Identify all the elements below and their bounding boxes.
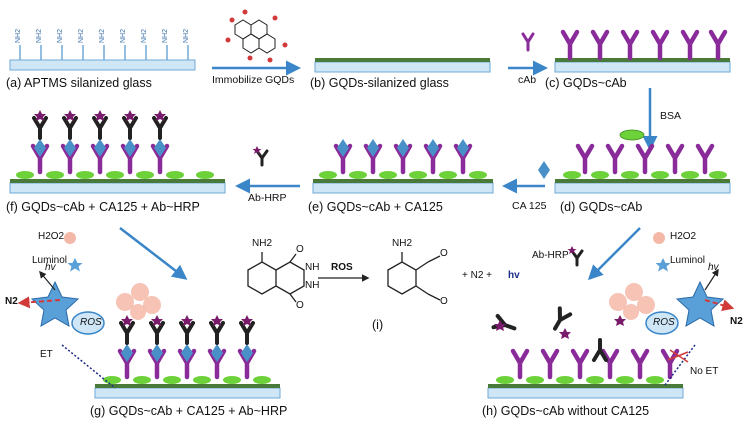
bsa-icon: [619, 129, 645, 141]
reaction-ros-label: ROS: [331, 262, 353, 273]
ab-hrp-label-h: Ab-HRP: [532, 250, 569, 261]
ca125-antigen-icon: [538, 161, 550, 179]
panel-f-label: (f) GQDs~cAb + CA125 + Ab~HRP: [6, 200, 200, 214]
reaction-plus-n2: + N2 +: [462, 270, 493, 281]
ros-label-g: ROS: [80, 317, 102, 328]
h2o2-cluster-g: [116, 283, 161, 320]
step-cab-label: cAb: [518, 74, 537, 86]
ab-hrp-reagent-icon-h: [567, 246, 584, 267]
panel-a-glass: NH2 NH2 NH2 NH2 NH2 NH2 NH2 NH2 NH2: [9, 29, 196, 71]
no-et-label-h: No ET: [690, 366, 719, 377]
reaction-nh2-left: NH2: [252, 238, 273, 249]
luminol-label-f: Luminol: [32, 255, 68, 266]
nh2-label: NH2: [36, 29, 43, 43]
panel-g-label: (g) GQDs~cAb + CA125 + Ab~HRP: [90, 404, 288, 418]
step-ab-hrp-label: Ab-HRP: [248, 192, 287, 204]
et-label-g: ET: [40, 349, 53, 360]
h2o2-label-h: H2O2: [670, 231, 697, 242]
nh2-label: NH2: [183, 29, 190, 43]
panel-d-glass: [554, 146, 731, 194]
reaction-nh2-right: NH2: [392, 238, 413, 249]
nh2-label: NH2: [162, 29, 169, 43]
panel-h-label: (h) GQDs~cAb without CA125: [482, 404, 650, 418]
hv-label-h: hv: [708, 262, 719, 273]
h2o2-icon: [64, 232, 76, 244]
hrp-star-icons: [34, 110, 166, 121]
arrow-d-to-h: [587, 227, 641, 281]
luminol-star-g: [30, 280, 80, 327]
reaction-nh-bottom: NH: [305, 280, 320, 291]
panel-i-label: (i): [372, 318, 384, 332]
panel-f-glass: [9, 110, 226, 194]
ab-hrp-reagent-icon: [252, 146, 269, 167]
step-ca125-label: CA 125: [512, 200, 547, 212]
nh2-label: NH2: [57, 29, 64, 43]
ros-bubble-g: [71, 311, 105, 335]
h2o2-icon: [653, 232, 665, 244]
gqd-molecule-icon: [225, 9, 288, 63]
luminol-star-h: [675, 280, 725, 327]
reaction-o-bottom-right: O: [440, 296, 448, 307]
nh2-groups: [19, 45, 189, 60]
aminophthalate-structure: [387, 252, 441, 301]
luminol-icon: [67, 258, 83, 272]
nh2-label: NH2: [141, 29, 148, 43]
arrow-f-to-g: [119, 227, 188, 280]
reaction-hv: hv: [508, 270, 520, 281]
nh2-label: NH2: [120, 29, 127, 43]
luminol-label-h: Luminol: [670, 255, 706, 266]
nh2-label: NH2: [15, 29, 22, 43]
hv-label-g: hv: [45, 262, 56, 273]
n2-label-h: N2: [730, 316, 743, 327]
capture-antibody-icon: [563, 32, 577, 58]
ros-bubble-h: [645, 311, 679, 335]
reaction-o-bottom-left: O: [296, 300, 304, 311]
panel-g-glass: [17, 270, 281, 399]
panel-b-glass: [314, 58, 491, 73]
panel-a-label: (a) APTMS silanized glass: [6, 76, 152, 90]
step-immobilize-label: Immobilize GQDs: [212, 74, 295, 86]
ros-label-h: ROS: [653, 317, 675, 328]
panel-e-glass: [312, 139, 494, 194]
reaction-o-top-left: O: [296, 244, 304, 255]
panel-h-glass: [487, 268, 735, 399]
panel-e-label: (e) GQDs~cAb + CA125: [308, 200, 443, 214]
reaction-o-top-right: O: [440, 248, 448, 259]
cab-reagent-icon: [521, 32, 535, 52]
nh2-label: NH2: [99, 29, 106, 43]
panel-c-label: (c) GQDs~cAb: [545, 76, 627, 90]
n2-label-g: N2: [5, 296, 18, 307]
panel-d-label: (d) GQDs~cAb: [560, 200, 643, 214]
panel-c-glass: [554, 32, 731, 73]
step-bsa-label: BSA: [660, 110, 682, 122]
luminol-structure: [247, 252, 305, 303]
panel-b-label: (b) GQDs-silanized glass: [310, 76, 449, 90]
h2o2-label-f: H2O2: [38, 231, 65, 242]
reaction-nh-top: NH: [305, 262, 320, 273]
luminol-icon: [655, 258, 671, 272]
nh2-label: NH2: [78, 29, 85, 43]
